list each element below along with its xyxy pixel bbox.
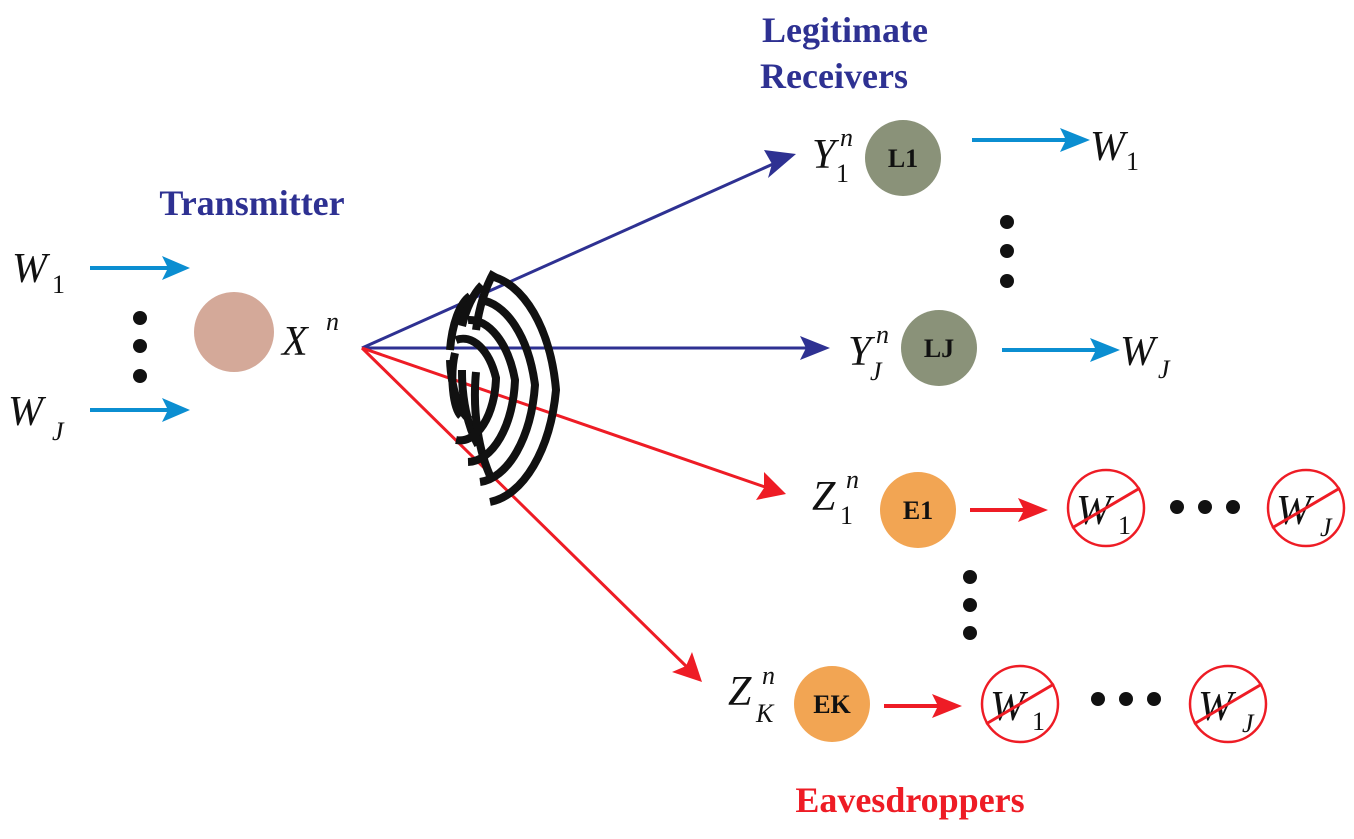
input-w1-sub: 1 [52,270,65,299]
e1-signal-sup: n [846,465,859,494]
e1-blocked-w1-base: W [1076,488,1115,534]
input-arrow-wj [90,398,190,422]
e1-node [880,472,956,548]
lj-signal-sub: J [870,357,883,386]
eavesdropper-ek: Z n K EK W 1 W J [728,661,1268,744]
transmit-signal-sup: n [326,307,339,336]
e1-node-label: E1 [903,496,933,525]
transmit-signal-base: X [280,319,310,365]
l1-output-sub: 1 [1126,147,1139,176]
e1-blocked-wj-base: W [1276,488,1315,534]
ek-blocked-dots [1091,692,1161,706]
link-to-e1-arrowhead [756,472,786,500]
link-to-l1 [361,158,783,350]
l1-signal-sup: n [840,123,853,152]
l1-node [865,120,941,196]
ek-blocked-w1-sub: 1 [1032,707,1045,736]
eavesdroppers-title: Eavesdroppers [795,780,1024,820]
l1-signal-sub: 1 [836,159,849,188]
e1-signal-sub: 1 [840,501,853,530]
transmitter-title: Transmitter [159,183,344,223]
ek-blocked-wj: W J [1188,664,1268,744]
eaves-dots [963,570,977,640]
legit-dots [1000,215,1014,288]
lj-signal-sup: n [876,320,889,349]
e1-signal-base: Z [812,474,836,520]
ek-node-label: EK [813,690,851,719]
input-wj-sub: J [52,417,65,446]
ek-signal-base: Z [728,669,752,715]
lj-node [901,310,977,386]
e1-blocked-w1-sub: 1 [1118,511,1131,540]
ek-node [794,666,870,742]
lj-output-base: W [1120,329,1159,375]
ek-blocked-w1: W 1 [980,664,1060,744]
input-wj: W J [8,389,65,446]
broadcast-wave-icon [446,270,561,506]
ek-signal-sup: n [762,661,775,690]
e1-blocked-w1: W 1 [1066,468,1146,548]
transmitter-node [194,292,274,372]
input-w1: W 1 [12,246,65,299]
ek-blocked-wj-base: W [1198,684,1237,730]
transmit-signal-xn: X n [280,307,339,365]
ek-blocked-wj-sub: J [1242,709,1255,738]
eavesdropper-e1: Z n 1 E1 W 1 W J [812,465,1346,548]
lj-output-sub: J [1158,355,1171,384]
e1-blocked-dots [1170,500,1240,514]
l1-node-label: L1 [888,144,918,173]
legit-receiver-lj: Y n J LJ W J [848,310,1171,386]
link-to-ek-arrowhead [672,652,702,682]
link-to-ek [360,346,692,672]
input-wj-base: W [8,389,47,435]
e1-blocked-wj: W J [1266,468,1346,548]
legitimate-title-line1: Legitimate [762,10,928,50]
input-dots [133,311,147,383]
e1-blocked-wj-sub: J [1320,513,1333,542]
legit-receiver-l1: Y n 1 L1 W 1 [812,120,1139,196]
ek-blocked-w1-base: W [990,684,1029,730]
input-w1-base: W [12,246,51,292]
link-to-lj-arrowhead [800,336,830,360]
ek-signal-sub: K [755,699,775,728]
input-arrow-w1 [90,256,190,280]
l1-output-base: W [1090,124,1129,170]
legitimate-title-line2: Receivers [760,56,908,96]
link-to-l1-arrowhead [764,150,796,178]
link-to-e1 [361,346,769,490]
lj-node-label: LJ [924,334,954,363]
lj-signal-base: Y [848,329,876,375]
l1-signal-base: Y [812,132,840,178]
